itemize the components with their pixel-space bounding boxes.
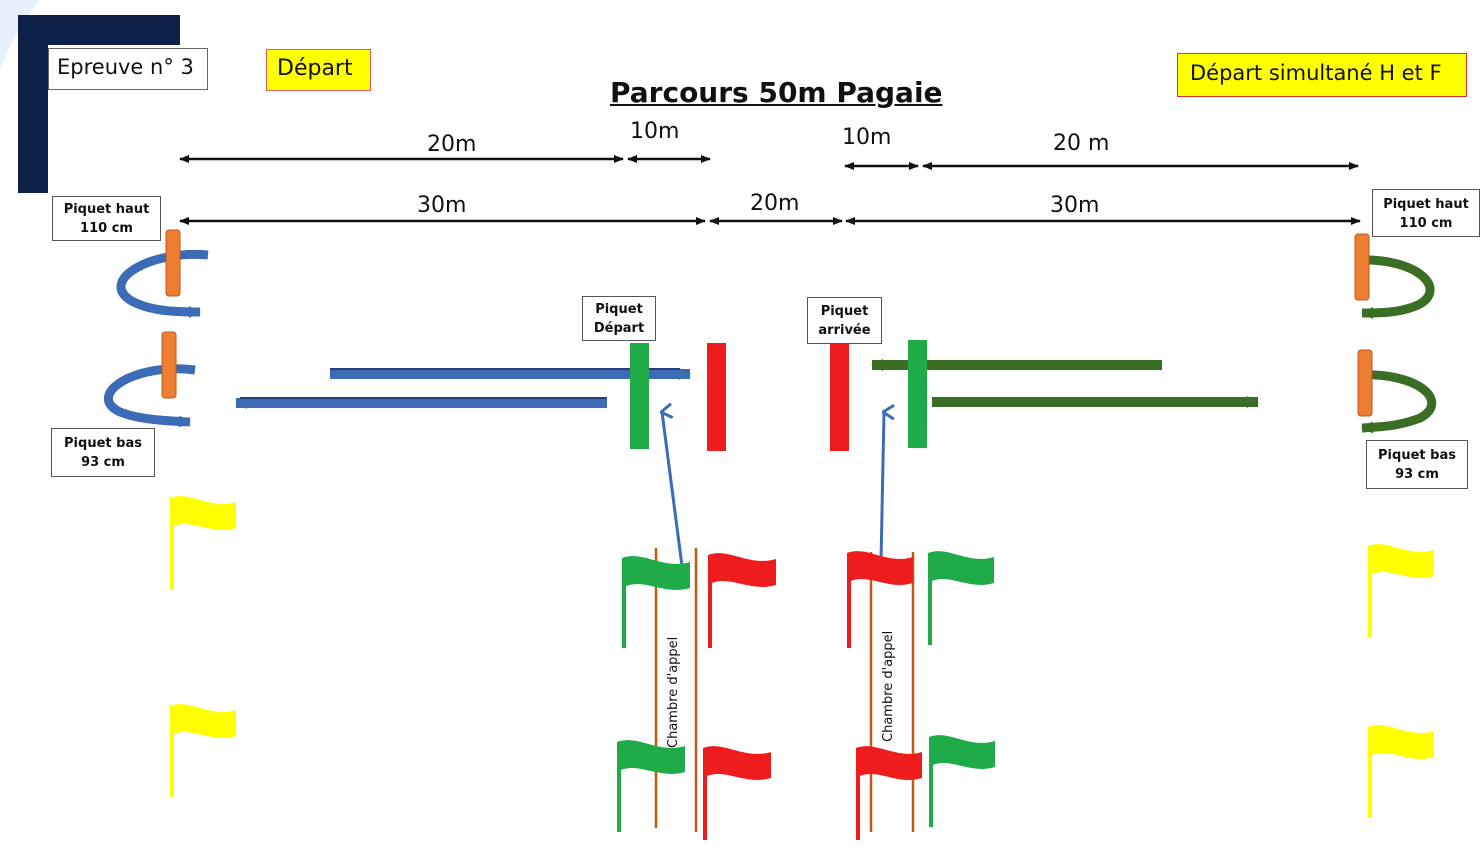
- dim-top-right-20: 20 m: [1053, 131, 1110, 156]
- green-start-bar-left: [630, 343, 649, 449]
- yellow-flag: [170, 704, 236, 738]
- chambre-appel-left: Chambre d'appel: [666, 636, 681, 748]
- green-flag-pole: [622, 558, 626, 648]
- dim-mid-20: 20m: [750, 191, 800, 216]
- yellow-flag-pole: [170, 498, 174, 590]
- depart-label: Départ: [266, 49, 371, 91]
- right-turn-arrows: [1357, 255, 1437, 434]
- dim-top-left-10: 10m: [630, 119, 680, 144]
- call-room-lanes: [654, 548, 915, 832]
- yellow-flag-pole: [170, 706, 174, 797]
- epreuve-label: Epreuve n° 3: [48, 48, 208, 90]
- piquet-haut-left-label: Piquet haut 110 cm: [52, 196, 161, 241]
- piquet-bas-right-label: Piquet bas 93 cm: [1366, 440, 1468, 489]
- green-flag: [622, 556, 690, 590]
- piquet-haut-right-label: Piquet haut 110 cm: [1372, 189, 1480, 237]
- piquet-bas-left-label: Piquet bas 93 cm: [51, 428, 155, 477]
- red-bar-right: [830, 343, 849, 451]
- epreuve-text: Epreuve n° 3: [57, 55, 194, 79]
- green-start-bar-right: [908, 340, 927, 448]
- yellow-flag: [170, 496, 236, 530]
- red-flag: [708, 553, 776, 587]
- green-flag-pole: [929, 737, 933, 827]
- green-flag: [617, 740, 685, 774]
- red-flag: [847, 551, 913, 585]
- dim-top-left-20: 20m: [427, 132, 477, 157]
- dimension-lines: [179, 155, 1361, 225]
- left-turn-arrows: [104, 249, 209, 428]
- piquet-arrivee-label: Piquet arrivée: [807, 297, 882, 344]
- dim-right-30: 30m: [1050, 193, 1100, 218]
- piquet-depart-label: Piquet Départ: [582, 296, 656, 341]
- dim-left-30: 30m: [417, 193, 467, 218]
- yellow-flag-pole: [1368, 727, 1372, 817]
- depart-text: Départ: [277, 56, 353, 81]
- orange-poles: [161, 229, 1373, 417]
- red-flag-pole: [847, 553, 851, 648]
- red-flag: [703, 746, 771, 780]
- green-course-arrows: [871, 359, 1259, 408]
- red-flag-pole: [703, 748, 707, 840]
- green-flag-pole: [928, 553, 932, 645]
- red-flag: [856, 746, 922, 780]
- dim-top-right-10: 10m: [842, 125, 892, 150]
- depart-simultane-label: Départ simultané H et F: [1177, 53, 1467, 97]
- yellow-flag: [1368, 725, 1434, 759]
- depart-simultane-text: Départ simultané H et F: [1190, 61, 1442, 85]
- red-flag-pole: [856, 748, 860, 840]
- green-flag: [929, 735, 995, 769]
- green-flag: [928, 551, 994, 585]
- page-title: Parcours 50m Pagaie: [610, 76, 943, 109]
- yellow-flag-pole: [1368, 546, 1372, 637]
- red-flag-pole: [708, 555, 712, 648]
- green-flag-pole: [617, 742, 621, 832]
- chambre-appel-right: Chambre d'appel: [881, 630, 896, 742]
- red-bar-left: [707, 343, 726, 451]
- yellow-flag: [1368, 544, 1434, 578]
